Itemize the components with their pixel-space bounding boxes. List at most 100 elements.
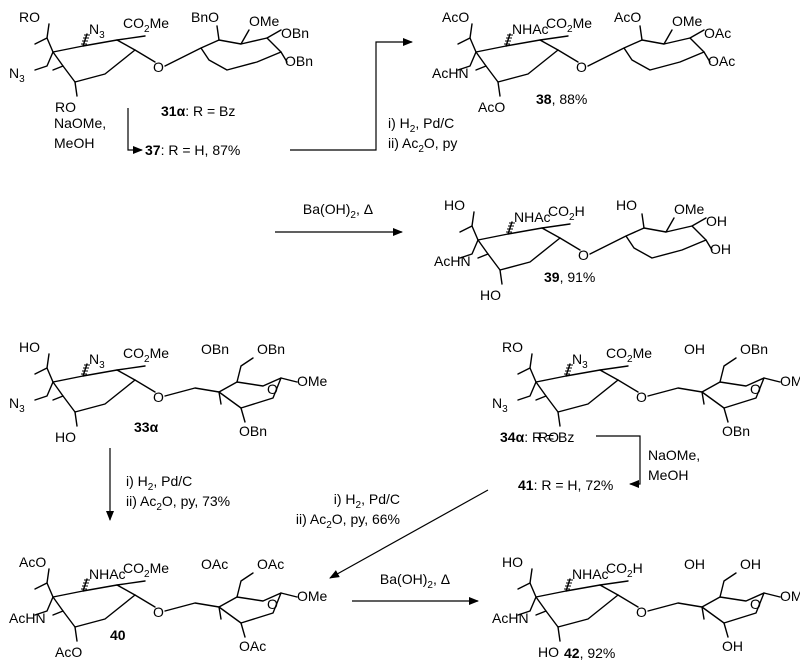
group-g5: AcO [55,644,82,660]
group-g3: CO2Me [123,345,169,365]
reagent-r2: i) H2, Pd/Cii) Ac2O, py [388,115,457,155]
group-g5: HO [480,287,501,303]
reagent-r5: NaOMe, MeOH [648,447,700,483]
group-g4: AcHN [9,610,46,626]
group-g4: AcHN [432,65,469,81]
group-g10: OBn [722,423,750,439]
group-g9: OMe [297,373,328,389]
reagent-r6: i) H2, Pd/Cii) Ac2O, py, 66% [296,491,400,531]
group-g6: O [636,389,647,405]
arrow-31a-to-37 [127,108,143,154]
group-g7: OBn [201,341,229,357]
group-g3: CO2H [606,560,643,580]
group-g7: AcO [614,9,641,25]
group-g5: RO [55,99,76,115]
reagent-line: ii) Ac2O, py [388,135,457,155]
compound-label-38: 38, 88% [536,91,587,107]
group-g5: HO [55,429,76,445]
group-g1: RO [19,9,40,25]
reagent-r7: Ba(OH)2, Δ [380,571,450,591]
group-g9: OMe [780,373,800,389]
reagent-line: Ba(OH)2, Δ [303,201,373,221]
compound-label-42: 42, 92% [564,645,615,661]
group-g3: CO2Me [123,560,169,580]
reagent-line: NaOMe, [54,115,106,131]
reagent-r3: Ba(OH)2, Δ [303,201,373,221]
compound-label-31a: 31α: R = Bz [161,103,235,119]
group-g4: AcHN [434,253,471,269]
reagent-line: i) H2, Pd/C [388,115,454,135]
group-g2: N3 [89,21,105,41]
group-g5: AcO [478,99,505,115]
group-g3: CO2Me [546,15,592,35]
reagent-line: MeOH [648,467,688,483]
group-g6: O [153,604,164,620]
group-g10: OH [710,241,731,257]
reagent-r4: i) H2, Pd/Cii) Ac2O, py, 73% [126,473,230,513]
compound-label-33a: 33α [134,419,159,435]
group-g1: HO [444,197,465,213]
group-g4: N3 [492,395,508,415]
group-g6: O [578,247,589,263]
group-g3: CO2Me [123,15,169,35]
group-g6: O [153,59,164,75]
group-g8: OMe [249,13,280,29]
ring-oxygen: O [267,596,278,612]
group-g4: N3 [9,395,25,415]
compound-label-40: 40 [110,627,126,643]
group-g10: OAc [239,638,266,654]
molecule-34a-41: RON3CO2MeN3ROOOHOBnOMeOBnO [492,339,800,445]
group-g1: AcO [19,554,46,570]
group-g7: BnO [191,9,219,25]
reagent-line: i) H2, Pd/C [334,491,400,511]
reagent-line: NaOMe, [648,447,700,463]
group-g7: OH [684,556,705,572]
arrows [106,38,641,605]
group-g1: AcO [442,9,469,25]
group-g8: OH [740,556,761,572]
group-g10: OH [722,638,743,654]
group-g7: OAc [201,556,228,572]
group-g3: CO2Me [606,345,652,365]
compound-label-34a: 34α: R = Bz [500,429,574,445]
group-g10: OBn [239,423,267,439]
group-g9: OMe [780,588,800,604]
reagent-line: MeOH [54,135,94,151]
ring-oxygen: O [267,381,278,397]
group-g5: HO [538,644,559,660]
group-g2: N3 [89,351,105,371]
group-g10: OBn [285,53,313,69]
group-g9: OMe [297,588,328,604]
group-g8: OBn [257,341,285,357]
group-g1: RO [502,339,523,355]
group-g10: OAc [708,53,735,69]
group-g8: OMe [672,13,703,29]
group-g8: OBn [740,341,768,357]
group-g2: NHAc [512,21,549,37]
group-g1: HO [19,339,40,355]
compound-label-41: 41: R = H, 72% [518,477,613,493]
reagent-line: Ba(OH)2, Δ [380,571,450,591]
arrow-34a-to-41 [596,435,641,488]
group-g6: O [576,59,587,75]
reagent-line: ii) Ac2O, py, 73% [126,493,230,513]
group-g2: N3 [572,351,588,371]
group-g2: NHAc [89,566,126,582]
group-g8: OMe [674,201,705,217]
group-g7: OH [684,341,705,357]
group-g6: O [636,604,647,620]
ring-oxygen: O [750,596,761,612]
group-g9: OH [706,213,727,229]
group-g6: O [153,389,164,405]
group-g3: CO2H [548,203,585,223]
group-g7: HO [616,197,637,213]
group-g4: AcHN [492,610,529,626]
compound-label-39: 39, 91% [544,269,595,285]
reagent-line: ii) Ac2O, py, 66% [296,511,400,531]
group-g8: OAc [257,556,284,572]
